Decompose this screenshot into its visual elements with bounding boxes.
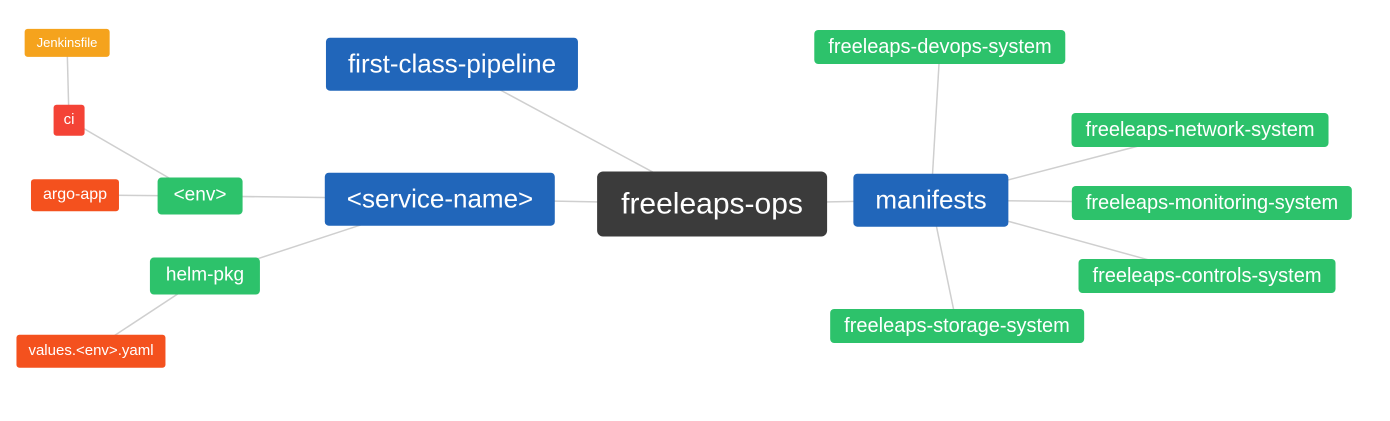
node-helm-pkg[interactable]: helm-pkg (149, 257, 261, 295)
node-env[interactable]: <env> (157, 177, 243, 215)
node-ci[interactable]: ci (53, 104, 85, 136)
node-first-class-pipeline[interactable]: first-class-pipeline (325, 37, 579, 91)
node-jenkinsfile[interactable]: Jenkinsfile (24, 28, 110, 58)
node-freeleaps-devops-system[interactable]: freeleaps-devops-system (814, 30, 1066, 64)
node-service-name[interactable]: <service-name> (324, 172, 556, 226)
node-freeleaps-network-system[interactable]: freeleaps-network-system (1071, 113, 1329, 147)
node-manifests[interactable]: manifests (853, 173, 1009, 227)
node-argo-app[interactable]: argo-app (30, 179, 120, 211)
node-freeleaps-ops[interactable]: freeleaps-ops (597, 171, 827, 237)
node-values-env-yaml[interactable]: values.<env>.yaml (16, 334, 166, 368)
node-freeleaps-storage-system[interactable]: freeleaps-storage-system (830, 309, 1084, 343)
node-freeleaps-monitoring-system[interactable]: freeleaps-monitoring-system (1071, 186, 1353, 220)
node-freeleaps-controls-system[interactable]: freeleaps-controls-system (1078, 259, 1336, 293)
